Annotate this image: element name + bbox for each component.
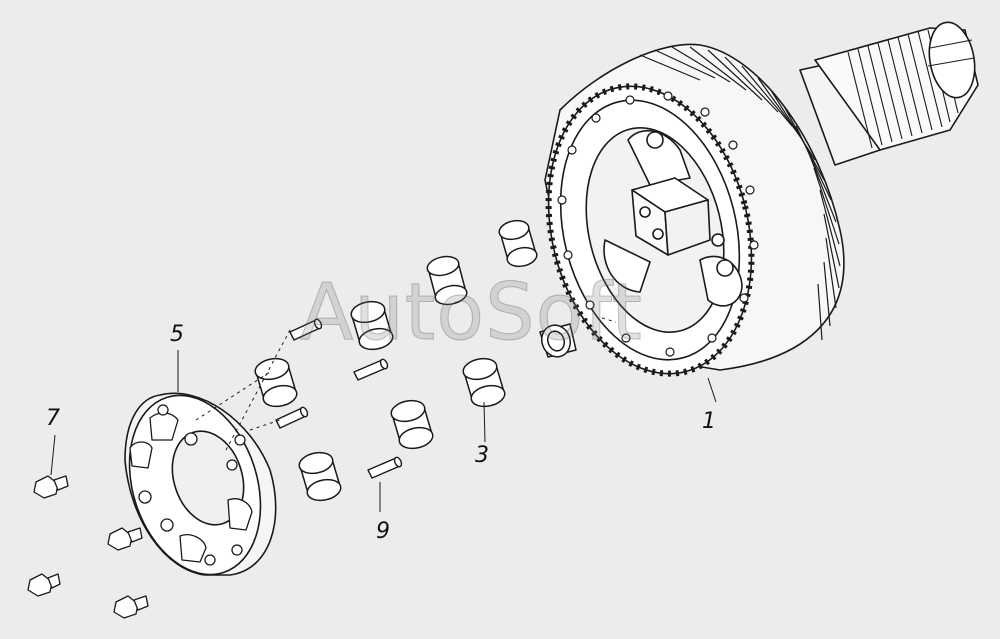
bushing bbox=[498, 219, 538, 268]
bolt bbox=[33, 475, 69, 499]
carrier-flange bbox=[124, 392, 277, 576]
pins bbox=[275, 318, 403, 479]
callout-part-7: 7 bbox=[46, 406, 60, 431]
bushing bbox=[254, 357, 298, 408]
bushings bbox=[254, 219, 577, 502]
bolt bbox=[27, 573, 61, 597]
gear-shaft-assembly bbox=[544, 21, 979, 377]
bolt bbox=[113, 595, 149, 619]
pin bbox=[367, 456, 403, 479]
splined-shaft bbox=[799, 21, 979, 166]
pin bbox=[353, 358, 389, 381]
callout-part-5: 5 bbox=[170, 322, 184, 347]
callout-part-3: 3 bbox=[475, 443, 489, 468]
bushing bbox=[462, 357, 506, 408]
pin bbox=[275, 406, 309, 429]
bushing bbox=[426, 255, 468, 306]
bolts bbox=[27, 475, 149, 619]
helical-gear bbox=[544, 43, 845, 377]
bolt bbox=[107, 527, 143, 551]
bushing bbox=[539, 323, 577, 358]
leader-lines bbox=[50, 317, 717, 512]
callout-part-1: 1 bbox=[702, 409, 716, 434]
pin bbox=[289, 318, 323, 341]
center-block bbox=[631, 177, 711, 256]
bushing bbox=[350, 300, 394, 351]
bushing bbox=[298, 451, 342, 502]
callout-part-9: 9 bbox=[376, 519, 390, 544]
bushing bbox=[390, 399, 434, 450]
